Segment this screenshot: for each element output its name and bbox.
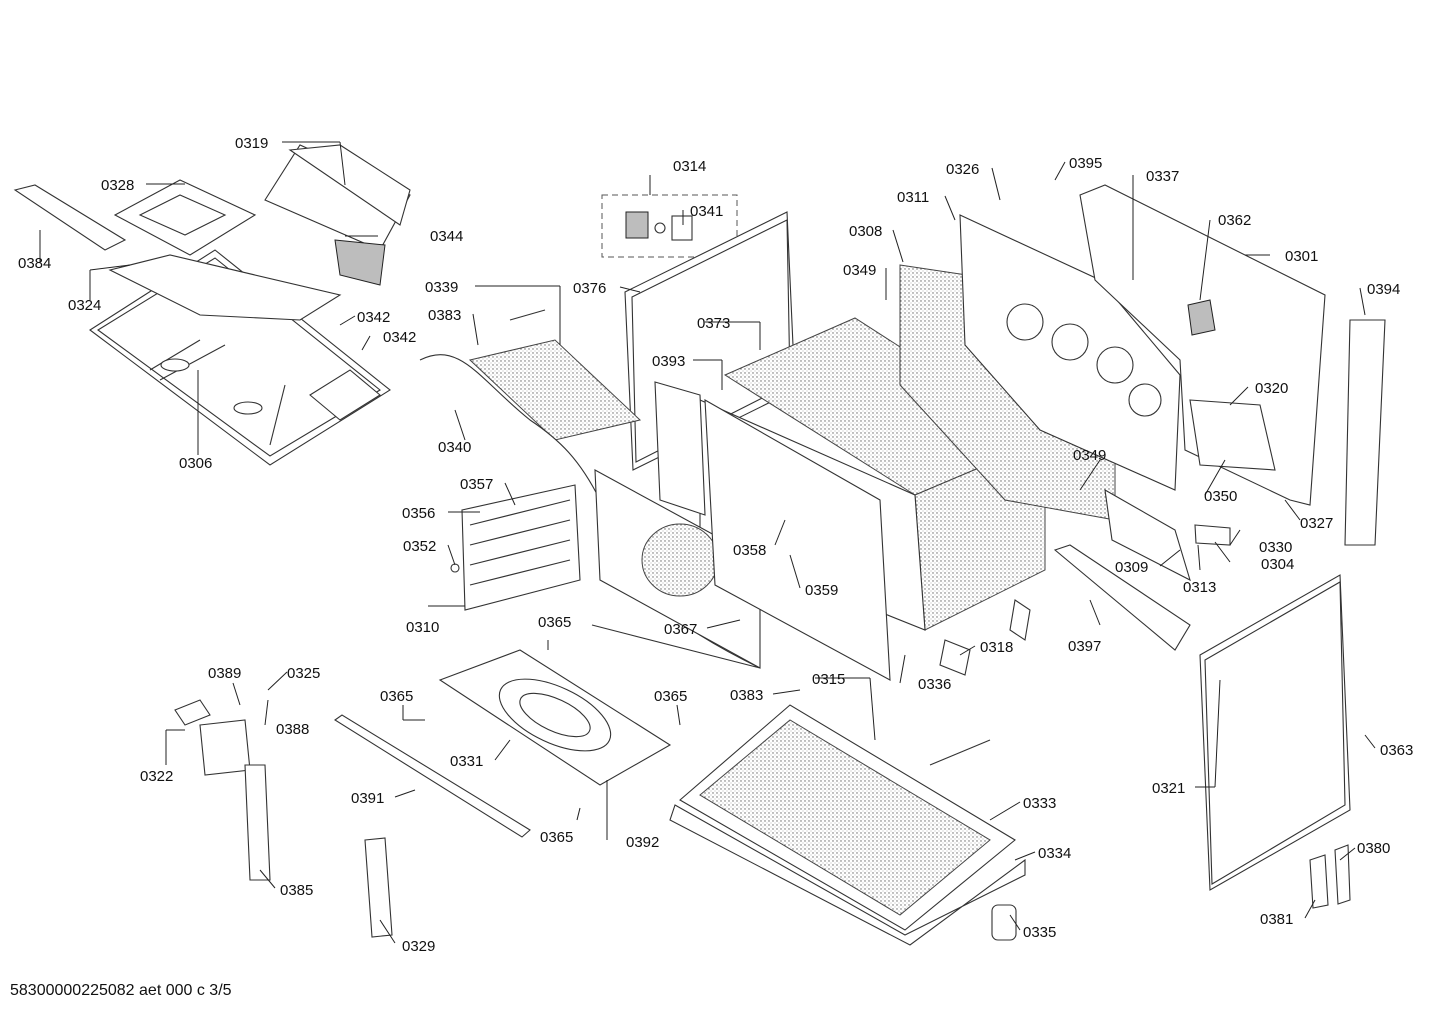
part-label-0310: 0310 [406, 619, 439, 636]
part-label-0352: 0352 [403, 538, 436, 555]
part-label-0330: 0330 [1259, 539, 1292, 556]
part-label-0329: 0329 [402, 938, 435, 955]
gasket-strip-drawing [334, 714, 531, 838]
part-label-0365: 0365 [380, 688, 413, 705]
side-panel-drawing [1199, 574, 1351, 891]
part-label-0326: 0326 [946, 161, 979, 178]
part-label-0395: 0395 [1069, 155, 1102, 172]
part-label-0336: 0336 [918, 676, 951, 693]
part-label-0337: 0337 [1146, 168, 1179, 185]
part-label-0313: 0313 [1183, 579, 1216, 596]
part-label-0341: 0341 [690, 203, 723, 220]
shelf-rack-drawing [450, 484, 581, 611]
part-label-0356: 0356 [402, 505, 435, 522]
bracket-drawing [939, 599, 1031, 676]
part-label-0333: 0333 [1023, 795, 1056, 812]
part-label-0391: 0391 [351, 790, 384, 807]
part-label-0365: 0365 [538, 614, 571, 631]
part-label-0301: 0301 [1285, 248, 1318, 265]
top-pan-assembly-drawing [13, 144, 411, 466]
side-rail-drawing [1344, 319, 1386, 546]
part-label-0321: 0321 [1152, 780, 1185, 797]
part-label-0373: 0373 [697, 315, 730, 332]
part-label-0376: 0376 [573, 280, 606, 297]
part-label-0315: 0315 [812, 671, 845, 688]
part-label-0324: 0324 [68, 297, 101, 314]
part-label-0367: 0367 [664, 621, 697, 638]
part-label-0362: 0362 [1218, 212, 1251, 229]
part-label-0340: 0340 [438, 439, 471, 456]
part-label-0342: 0342 [383, 329, 416, 346]
part-label-0325: 0325 [287, 665, 320, 682]
document-reference-footer: 58300000225082 aet 000 c 3/5 [10, 982, 232, 999]
part-label-0394: 0394 [1367, 281, 1400, 298]
part-label-0383: 0383 [730, 687, 763, 704]
part-label-0308: 0308 [849, 223, 882, 240]
part-label-0388: 0388 [276, 721, 309, 738]
part-label-0393: 0393 [652, 353, 685, 370]
part-label-0363: 0363 [1380, 742, 1413, 759]
part-label-0339: 0339 [425, 279, 458, 296]
part-label-0392: 0392 [626, 834, 659, 851]
leader-lines [39, 141, 1376, 944]
part-label-0331: 0331 [450, 753, 483, 770]
part-label-0389: 0389 [208, 665, 241, 682]
hinge-drawing [174, 699, 393, 938]
part-label-0365: 0365 [540, 829, 573, 846]
part-label-0381: 0381 [1260, 911, 1293, 928]
part-label-0349: 0349 [843, 262, 876, 279]
part-label-0328: 0328 [101, 177, 134, 194]
part-label-0380: 0380 [1357, 840, 1390, 857]
part-label-0306: 0306 [179, 455, 212, 472]
part-label-0344: 0344 [430, 228, 463, 245]
part-label-0322: 0322 [140, 768, 173, 785]
part-label-0319: 0319 [235, 135, 268, 152]
part-label-0309: 0309 [1115, 559, 1148, 576]
part-label-0342: 0342 [357, 309, 390, 326]
part-label-0335: 0335 [1023, 924, 1056, 941]
part-label-0359: 0359 [805, 582, 838, 599]
switch-group-drawing [601, 194, 738, 258]
rear-panel-drawing [959, 214, 1181, 491]
part-label-0397: 0397 [1068, 638, 1101, 655]
part-label-0318: 0318 [980, 639, 1013, 656]
part-label-0350: 0350 [1204, 488, 1237, 505]
part-labels: 0319 0328 0384 0344 0324 0342 0342 0306 … [18, 135, 1413, 955]
part-label-0385: 0385 [280, 882, 313, 899]
part-label-0358: 0358 [733, 542, 766, 559]
part-label-0304: 0304 [1261, 556, 1294, 573]
electronics-drawing [1053, 488, 1231, 651]
part-label-0357: 0357 [460, 476, 493, 493]
part-label-0349: 0349 [1073, 447, 1106, 464]
part-label-0320: 0320 [1255, 380, 1288, 397]
small-bracket-drawing [1309, 844, 1351, 909]
baking-tray-drawing [438, 649, 672, 786]
part-label-0365: 0365 [654, 688, 687, 705]
part-label-0311: 0311 [897, 189, 929, 206]
part-label-0334: 0334 [1038, 845, 1071, 862]
housing-drawing [1079, 184, 1326, 506]
bottom-pan-drawing [669, 704, 1026, 946]
part-label-0314: 0314 [673, 158, 706, 175]
part-label-0327: 0327 [1300, 515, 1333, 532]
part-label-0384: 0384 [18, 255, 51, 272]
part-label-0383: 0383 [428, 307, 461, 324]
